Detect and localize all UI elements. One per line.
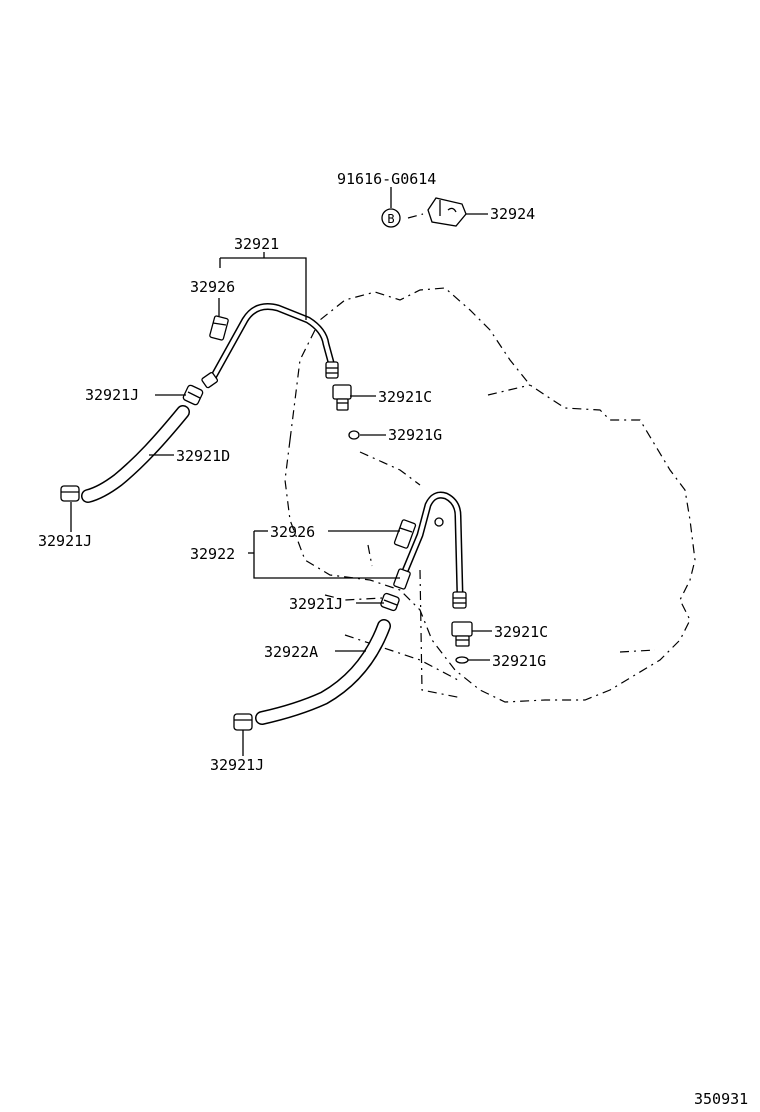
- label-union-upper: 32921C: [378, 388, 432, 406]
- clamp-32921j-upper: [182, 384, 204, 406]
- gasket-32921g-upper: [348, 430, 360, 440]
- diagram-code: 350931: [694, 1090, 748, 1108]
- union-32921c-upper: [332, 384, 352, 411]
- label-gasket-lower: 32921G: [492, 652, 546, 670]
- tube-end-fitting-lower: [452, 591, 467, 609]
- hose-32922a: [255, 619, 391, 725]
- tube-end-fitting-upper: [325, 361, 339, 379]
- clamp-32921j-upper-end: [60, 485, 80, 502]
- label-clip-lower: 32926: [270, 523, 315, 541]
- label-hose-upper: 32921D: [176, 447, 230, 465]
- label-bracket: 32924: [490, 205, 535, 223]
- clamp-32921j-lower: [380, 592, 400, 612]
- clip-32926-upper: [209, 315, 229, 341]
- label-tube-lower: 32922: [190, 545, 235, 563]
- label-clamp-lower-end: 32921J: [210, 756, 264, 774]
- label-gasket-upper: 32921G: [388, 426, 442, 444]
- label-clamp-upper: 32921J: [85, 386, 139, 404]
- label-clip-upper: 32926: [190, 278, 235, 296]
- clamp-32921j-lower-end: [233, 713, 253, 731]
- union-32921c-lower: [451, 621, 473, 647]
- label-bolt: 91616-G0614: [337, 170, 436, 188]
- bracket-32924: [427, 197, 467, 227]
- leader-lines: [70, 187, 492, 756]
- label-clamp-lower: 32921J: [289, 595, 343, 613]
- label-union-lower: 32921C: [494, 623, 548, 641]
- label-tube-upper: 32921: [234, 235, 279, 253]
- label-hose-lower: 32922A: [264, 643, 318, 661]
- hose-32921d: [81, 405, 190, 503]
- label-clamp-upper-end: 32921J: [38, 532, 92, 550]
- tube-32922: [393, 491, 467, 609]
- ref-b-circle: [381, 208, 401, 228]
- transmission-outline: [284, 213, 696, 703]
- gasket-32921g-lower: [455, 656, 469, 664]
- tube-32921: [201, 303, 339, 389]
- ref-b-label: B: [387, 212, 394, 226]
